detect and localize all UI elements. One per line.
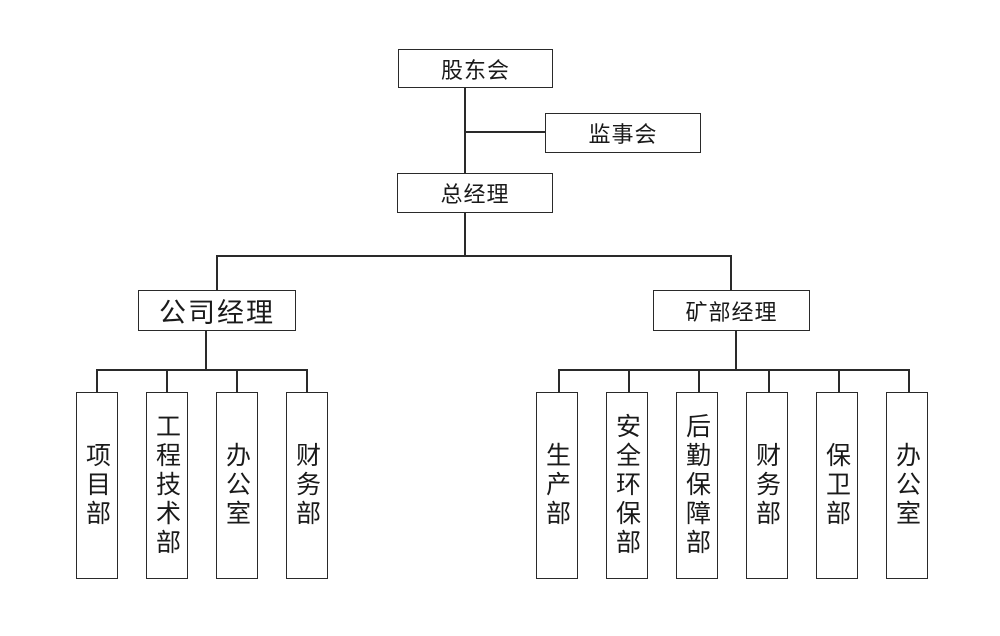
dept-mine-safety: 安全环保部	[606, 392, 648, 579]
connector-mine-manager-down	[735, 330, 737, 370]
dept-company-office: 办公室	[216, 392, 258, 579]
connector-mine-dept-production	[558, 369, 560, 393]
dept-company-project: 项目部	[76, 392, 118, 579]
connector-mine-departments-bus	[558, 369, 910, 371]
connector-mine-dept-security	[838, 369, 840, 393]
connector-mine-dept-safety	[628, 369, 630, 393]
connector-company-dept-engineering	[166, 369, 168, 393]
mine-manager-box: 矿部经理	[653, 290, 810, 331]
connector-company-dept-finance	[306, 369, 308, 393]
connector-company-departments-bus	[96, 369, 308, 371]
connector-mine-dept-logistics	[698, 369, 700, 393]
supervisory-board-box: 监事会	[545, 113, 701, 153]
dept-mine-security: 保卫部	[816, 392, 858, 579]
connector-shareholders-gm	[464, 87, 466, 174]
connector-company-manager	[216, 255, 218, 291]
shareholders-box: 股东会	[398, 49, 553, 88]
dept-company-engineering: 工程技术部	[146, 392, 188, 579]
general-manager-box: 总经理	[397, 173, 553, 213]
dept-mine-logistics: 后勤保障部	[676, 392, 718, 579]
dept-mine-office: 办公室	[886, 392, 928, 579]
connector-company-dept-project	[96, 369, 98, 393]
connector-mine-dept-office	[908, 369, 910, 393]
connector-gm-down	[464, 212, 466, 256]
connector-managers-bus	[216, 255, 732, 257]
connector-company-manager-down	[205, 330, 207, 370]
company-manager-box: 公司经理	[138, 290, 296, 331]
connector-mine-dept-finance	[768, 369, 770, 393]
connector-mine-manager	[730, 255, 732, 291]
dept-mine-production: 生产部	[536, 392, 578, 579]
dept-company-finance: 财务部	[286, 392, 328, 579]
dept-mine-finance: 财务部	[746, 392, 788, 579]
connector-company-dept-office	[236, 369, 238, 393]
connector-supervisory-board	[465, 131, 546, 133]
